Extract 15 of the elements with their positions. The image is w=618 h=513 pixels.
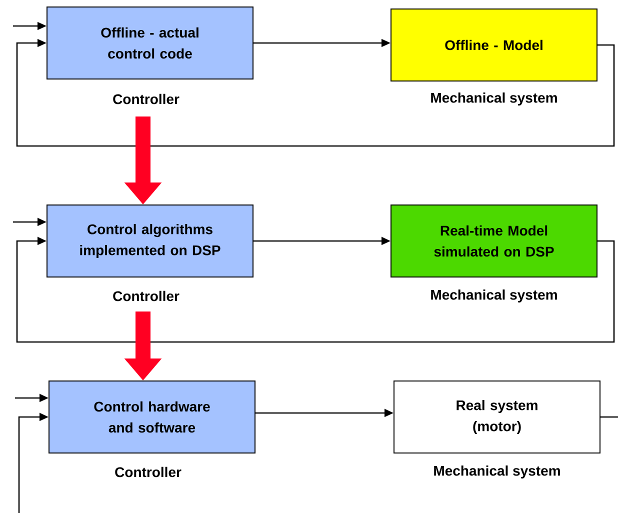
arrow: [16, 38, 615, 147]
process-box: Real-time Model simulated on DSP: [390, 204, 598, 278]
process-box: Real system (motor): [394, 380, 600, 454]
caption-label: Mechanical system: [431, 92, 557, 106]
arrow: [16, 236, 615, 343]
connector-line: [600, 416, 618, 418]
process-box: Offline - Model: [390, 8, 598, 82]
caption-label: Mechanical system: [434, 465, 560, 479]
process-box: Control algorithms implemented on DSP: [46, 204, 254, 278]
caption-label: Controller: [113, 290, 180, 302]
caption-label: Controller: [113, 94, 180, 104]
process-box: Offline - actual control code: [46, 6, 254, 80]
caption-label: Mechanical system: [431, 289, 557, 303]
process-box: Control hardware and software: [48, 380, 256, 454]
caption-label: Controller: [115, 466, 182, 478]
